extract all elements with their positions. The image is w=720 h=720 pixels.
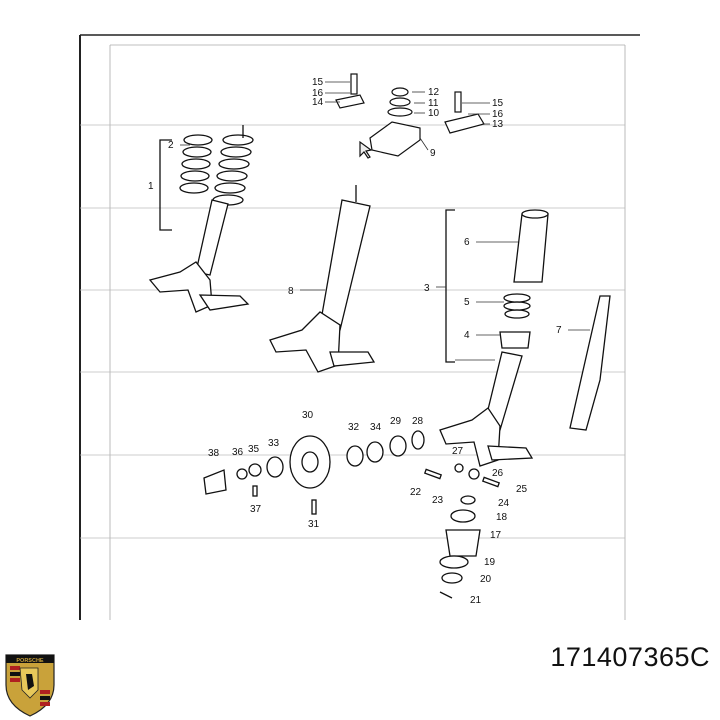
lower-arm: [329, 351, 376, 367]
clamp-screw-part: [252, 485, 258, 497]
callout-20: 20: [480, 574, 492, 585]
strut-assembly-right: [439, 209, 611, 467]
nut-part-27: [454, 463, 464, 473]
nut-part: [389, 97, 411, 107]
leader-lines: [180, 81, 590, 361]
washer-part-24: [460, 495, 476, 505]
washer-part: [391, 87, 409, 97]
callout-11: 11: [428, 98, 439, 109]
callout-22: 22: [410, 487, 422, 498]
ring-part-19: [439, 555, 469, 569]
callout-7: 7: [556, 325, 562, 336]
bracket-1: [159, 139, 172, 231]
callout-36: 36: [232, 447, 244, 458]
right-lower-arm: [487, 445, 534, 461]
top-mount-part: [369, 121, 421, 157]
pointer-cursor-icon: [359, 140, 373, 159]
callout-26: 26: [492, 468, 504, 479]
callout-17: 17: [490, 530, 502, 541]
part-number: 171407365C: [550, 642, 710, 672]
callout-labels: 1 2 3 4 5 6 7 8 9 10 11 12 13 14 15 15 1…: [148, 77, 562, 606]
bump-stop-part: [503, 293, 531, 319]
race-part-29: [389, 435, 407, 457]
hub-carrier: [269, 311, 341, 373]
callout-18: 18: [496, 512, 508, 523]
callout-30: 30: [302, 410, 314, 421]
ball-joint-group: [423, 463, 501, 599]
callout-6: 6: [464, 237, 470, 248]
strut-body: [195, 199, 229, 276]
bolt-part: [350, 73, 358, 95]
callout-34: 34: [370, 422, 382, 433]
diagram-frame: [79, 34, 640, 620]
mount-plate-part: [335, 94, 365, 109]
bearing-part-32: [346, 445, 364, 467]
callout-38: 38: [208, 448, 220, 459]
strut-coil-spring: [212, 134, 254, 206]
callout-8: 8: [288, 286, 294, 297]
ball-joint-part: [445, 529, 481, 557]
callout-37: 37: [250, 504, 262, 515]
callout-33: 33: [268, 438, 280, 449]
callout-32: 32: [348, 422, 360, 433]
callout-27: 27: [452, 446, 464, 457]
nut-part-36: [236, 468, 248, 480]
callout-29: 29: [390, 416, 402, 427]
callout-16-right: 16: [492, 109, 504, 120]
control-arm: [198, 294, 250, 311]
callout-13: 13: [492, 119, 504, 130]
callout-10: 10: [428, 108, 440, 119]
washer-part-35: [248, 463, 262, 477]
bearing-part-34: [366, 441, 384, 463]
wheel-bolt-part: [311, 499, 317, 515]
callout-28: 28: [412, 416, 424, 427]
callout-31: 31: [308, 519, 320, 530]
strut-assembly-left: [148, 125, 254, 313]
coil-spring-part: [179, 134, 213, 194]
callout-19: 19: [484, 557, 496, 568]
washer-part-26: [468, 468, 480, 480]
strut-assembly-center: [269, 185, 376, 373]
bump-boot-part: [513, 213, 549, 283]
seal-part-28: [411, 430, 425, 450]
callout-2: 2: [168, 140, 174, 151]
strut-insert-part: [569, 295, 611, 431]
callout-4: 4: [464, 330, 470, 341]
strut-top-mount-group: [335, 73, 485, 159]
clip-part-21: [439, 591, 453, 599]
callout-12: 12: [428, 87, 440, 98]
hub-bearing-group: [203, 430, 425, 515]
callout-15-right: 15: [492, 98, 504, 109]
bolt-part-b: [454, 91, 462, 113]
grease-cap-part: [203, 469, 227, 495]
callout-3: 3: [424, 283, 430, 294]
callout-14: 14: [312, 97, 324, 108]
plate-part-20: [441, 572, 463, 584]
callout-9: 9: [430, 148, 436, 159]
callout-21: 21: [470, 595, 482, 606]
callout-16-left: 16: [312, 88, 324, 99]
callout-35: 35: [248, 444, 260, 455]
spring-seat-part: [499, 331, 531, 349]
callout-5: 5: [464, 297, 470, 308]
bearing-part-33: [266, 456, 284, 478]
callout-15-left: 15: [312, 77, 324, 88]
dust-boot-part: [450, 509, 476, 523]
svg-text:PORSCHE: PORSCHE: [16, 658, 44, 664]
spacer-part: [387, 107, 413, 117]
bracket-3: [445, 209, 455, 363]
bolt-part-22: [423, 468, 443, 480]
callout-24: 24: [498, 498, 510, 509]
damper-body: [319, 199, 371, 331]
porsche-crest-icon: PORSCHE: [5, 654, 55, 717]
bolt-part-25: [481, 476, 501, 488]
callout-23: 23: [432, 495, 444, 506]
callout-1: 1: [148, 181, 154, 192]
callout-25: 25: [516, 484, 528, 495]
reinforcement-plate-part: [444, 113, 485, 134]
